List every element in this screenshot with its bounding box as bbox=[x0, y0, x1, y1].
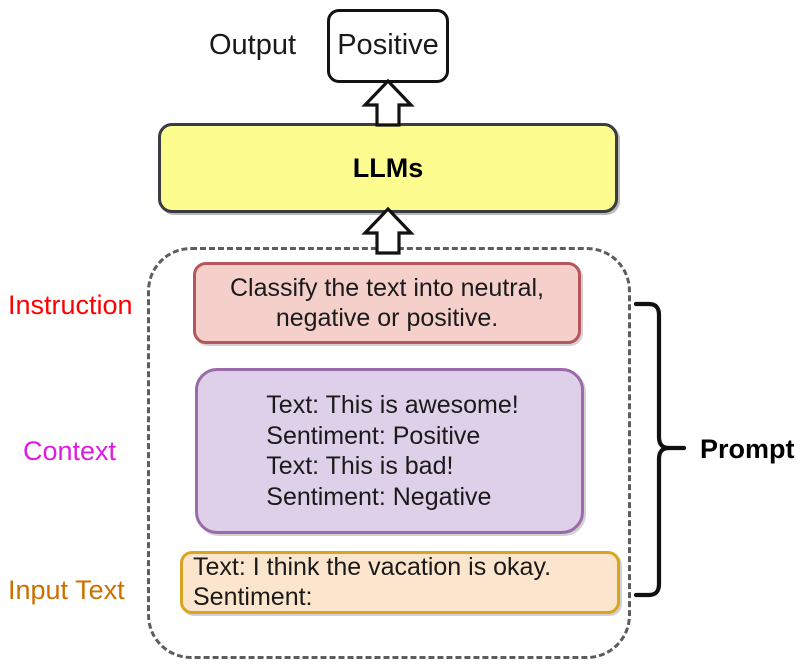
llms-to-output-arrow bbox=[361, 78, 415, 127]
input-text-box: Text: I think the vacation is okay. Sent… bbox=[180, 551, 620, 614]
side-label-instruction: Instruction bbox=[8, 290, 133, 320]
output-label: Output bbox=[208, 29, 297, 61]
side-label-input-text: Input Text bbox=[8, 575, 125, 605]
context-text: Text: This is awesome! Sentiment: Positi… bbox=[266, 391, 519, 511]
context-box: Text: This is awesome! Sentiment: Positi… bbox=[195, 368, 584, 534]
side-label-context: Context bbox=[23, 436, 117, 466]
llms-box: LLMs bbox=[158, 123, 618, 213]
prompt-brace bbox=[633, 301, 687, 598]
input-text: Text: I think the vacation is okay. Sent… bbox=[193, 553, 552, 611]
prompt-label: Prompt bbox=[700, 434, 795, 464]
output-value-box: Positive bbox=[327, 9, 449, 83]
instruction-box: Classify the text into neutral, negative… bbox=[193, 262, 581, 344]
